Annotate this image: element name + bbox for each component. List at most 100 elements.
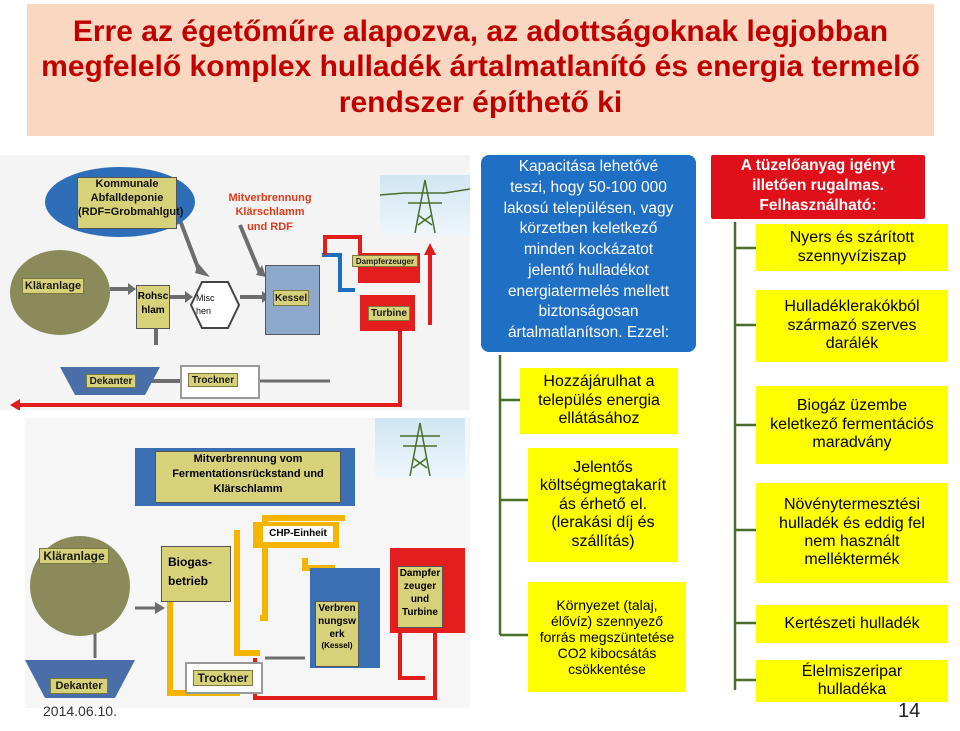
fuel-sludge-line-1: Nyers és szárított [790, 229, 914, 247]
fuel-garden-line-1: Kertészeti hulladék [784, 615, 919, 633]
title-line-2: megfelelő komplex hulladék ártalmatlanít… [27, 49, 934, 84]
incineration-line-4: (Kessel) [316, 641, 358, 651]
fuel-crop-line-2: hulladék és eddig fel [779, 515, 925, 533]
raw-sludge-line-2: hlam [137, 304, 169, 318]
fuel-food-line-1: Élelmiszeripar [802, 663, 902, 681]
benefit-box-environment: Környezet (talaj, élővíz) szennyező forr… [528, 582, 686, 692]
coincineration-line-2: Klärschlamm [220, 205, 320, 219]
power-tower-icon-bottom [375, 418, 465, 478]
fuel-header-box: A tüzelőanyag igényt illetően rugalmas. … [711, 155, 925, 219]
mixer-label: Misc hen [196, 292, 232, 318]
steam-turbine-line-4: Turbine [398, 606, 442, 619]
power-tower-image-bottom [375, 418, 465, 478]
raw-sludge-box: Rohsc hlam [136, 285, 170, 329]
top-process-diagram: Kommunale Abfalldeponie (RDF=Grobmahlgut… [0, 155, 470, 410]
landfill-line-2: Abfalldeponie [78, 192, 176, 206]
fuel-food-line-2: hulladéka [802, 681, 902, 699]
decanter-label-bottom: Dekanter [50, 678, 108, 694]
power-tower-icon [380, 175, 470, 235]
treatment-plant-label: Kläranlage [22, 278, 84, 294]
co-combustion-line-1: Mitverbrennung vom [156, 452, 340, 467]
incineration-line-2: nungsw [316, 615, 358, 628]
capacity-line-6: jelentő hulladékot [481, 261, 696, 282]
mixer-line-1: Misc [196, 292, 232, 305]
co-combustion-label: Mitverbrennung vom Fermentationsrückstan… [155, 451, 341, 503]
boiler-label: Kessel [273, 290, 309, 306]
capacity-line-7: energiatermelés mellett [481, 282, 696, 303]
coincineration-line-3: und RDF [220, 220, 320, 234]
capacity-line-4: körzetben keletkező [481, 219, 696, 240]
benefit-cost-line-4: (lerakási díj és [540, 514, 666, 532]
biogas-line-1: Biogas- [168, 553, 230, 572]
benefit-energy-line-1: Hozzájárulhat a [538, 373, 660, 391]
fuel-fermentation-line-1: Biogáz üzembe [770, 397, 934, 415]
decanter-label: Dekanter [86, 374, 136, 388]
benefit-env-line-4: CO2 kibocsátás [540, 645, 675, 661]
benefit-cost-line-3: ás érhető el. [540, 496, 666, 514]
benefit-env-line-2: élővíz) szennyező [540, 613, 675, 629]
benefit-box-energy: Hozzájárulhat a település energia ellátá… [520, 368, 678, 434]
fuel-fermentation-line-3: maradvány [770, 434, 934, 452]
steam-turbine-line-3: und [398, 593, 442, 606]
fuel-box-landfill: Hulladéklerakókból származó szerves dará… [756, 290, 948, 362]
fuel-header-line-3: Felhasználható: [711, 196, 925, 216]
fuel-box-crop: Növénytermesztési hulladék és eddig fel … [756, 483, 948, 583]
capacity-line-1: Kapacitása lehetővé [481, 157, 696, 178]
footer-date: 2014.06.10. [43, 703, 117, 719]
fuel-sludge-line-2: szennyvíziszap [790, 248, 914, 266]
fuel-landfill-line-2: származó szerves [784, 317, 919, 335]
fuel-box-food: Élelmiszeripar hulladéka [756, 660, 948, 702]
turbine-label: Turbine [368, 306, 410, 321]
dryer-label-bottom: Trockner [193, 670, 253, 686]
bottom-process-diagram: Mitverbrennung vom Fermentationsrückstan… [25, 418, 470, 708]
incineration-line-1: Verbren [316, 602, 358, 615]
co-combustion-line-2: Fermentationsrückstand und [156, 467, 340, 482]
capacity-box: Kapacitása lehetővé teszi, hogy 50-100 0… [481, 155, 696, 352]
landfill-label: Kommunale Abfalldeponie (RDF=Grobmahlgut… [77, 177, 177, 229]
chp-unit-label: CHP-Einheit [263, 526, 333, 542]
power-tower-image-top [380, 175, 470, 235]
benefit-cost-line-2: költségmegtakarít [540, 477, 666, 495]
fuel-landfill-line-3: darálék [784, 335, 919, 353]
benefit-box-cost: Jelentős költségmegtakarít ás érhető el.… [528, 448, 678, 562]
fuel-landfill-line-1: Hulladéklerakókból [784, 298, 919, 316]
title-line-1: Erre az égetőműre alapozva, az adottságo… [27, 14, 934, 49]
coincineration-line-1: Mitverbrennung [220, 191, 320, 205]
benefit-env-line-5: csökkentése [540, 661, 675, 677]
coincineration-label: Mitverbrennung Klärschlamm und RDF [220, 191, 320, 245]
fuel-crop-line-3: nem használt [779, 533, 925, 551]
landfill-line-3: (RDF=Grobmahlgut) [78, 206, 176, 220]
benefit-cost-line-1: Jelentős [540, 459, 666, 477]
capacity-line-8: biztonságosan [481, 302, 696, 323]
benefit-energy-line-3: ellátásához [538, 410, 660, 428]
incineration-line-3: erk [316, 628, 358, 641]
landfill-line-1: Kommunale [78, 178, 176, 192]
steam-turbine-line-1: Dampfer [398, 567, 442, 580]
fuel-header-line-1: A tüzelőanyag igényt [711, 156, 925, 176]
fuel-box-garden: Kertészeti hulladék [756, 605, 948, 643]
title-banner: Erre az égetőműre alapozva, az adottságo… [27, 4, 934, 136]
page-number: 14 [898, 700, 920, 723]
fuel-header-line-2: illetően rugalmas. [711, 176, 925, 196]
mixer-line-2: hen [196, 305, 232, 318]
biogas-line-2: betrieb [168, 572, 230, 591]
treatment-plant-label-bottom: Kläranlage [39, 548, 109, 564]
biogas-plant-box: Biogas- betrieb [161, 546, 231, 602]
fuel-crop-line-1: Növénytermesztési [779, 496, 925, 514]
steam-generator-label: Dampferzeuger [352, 255, 418, 267]
capacity-line-9: ártalmatlanítson. Ezzel: [481, 323, 696, 344]
capacity-line-3: lakosú településen, vagy [481, 199, 696, 220]
fuel-box-fermentation: Biogáz üzembe keletkező fermentációs mar… [756, 386, 948, 464]
benefit-cost-line-5: szállítás) [540, 533, 666, 551]
capacity-line-2: teszi, hogy 50-100 000 [481, 178, 696, 199]
co-combustion-line-3: Klärschlamm [156, 482, 340, 497]
dryer-label: Trockner [188, 373, 238, 387]
raw-sludge-line-1: Rohsc [137, 290, 169, 304]
fuel-fermentation-line-2: keletkező fermentációs [770, 416, 934, 434]
title-line-3: rendszer építhető ki [27, 85, 934, 120]
incineration-plant-label: Verbren nungsw erk (Kessel) [315, 601, 359, 667]
benefit-energy-line-2: település energia [538, 392, 660, 410]
steam-turbine-label: Dampfer zeuger und Turbine [397, 566, 443, 628]
fuel-box-sludge: Nyers és szárított szennyvíziszap [756, 224, 948, 271]
capacity-line-5: minden kockázatot [481, 240, 696, 261]
